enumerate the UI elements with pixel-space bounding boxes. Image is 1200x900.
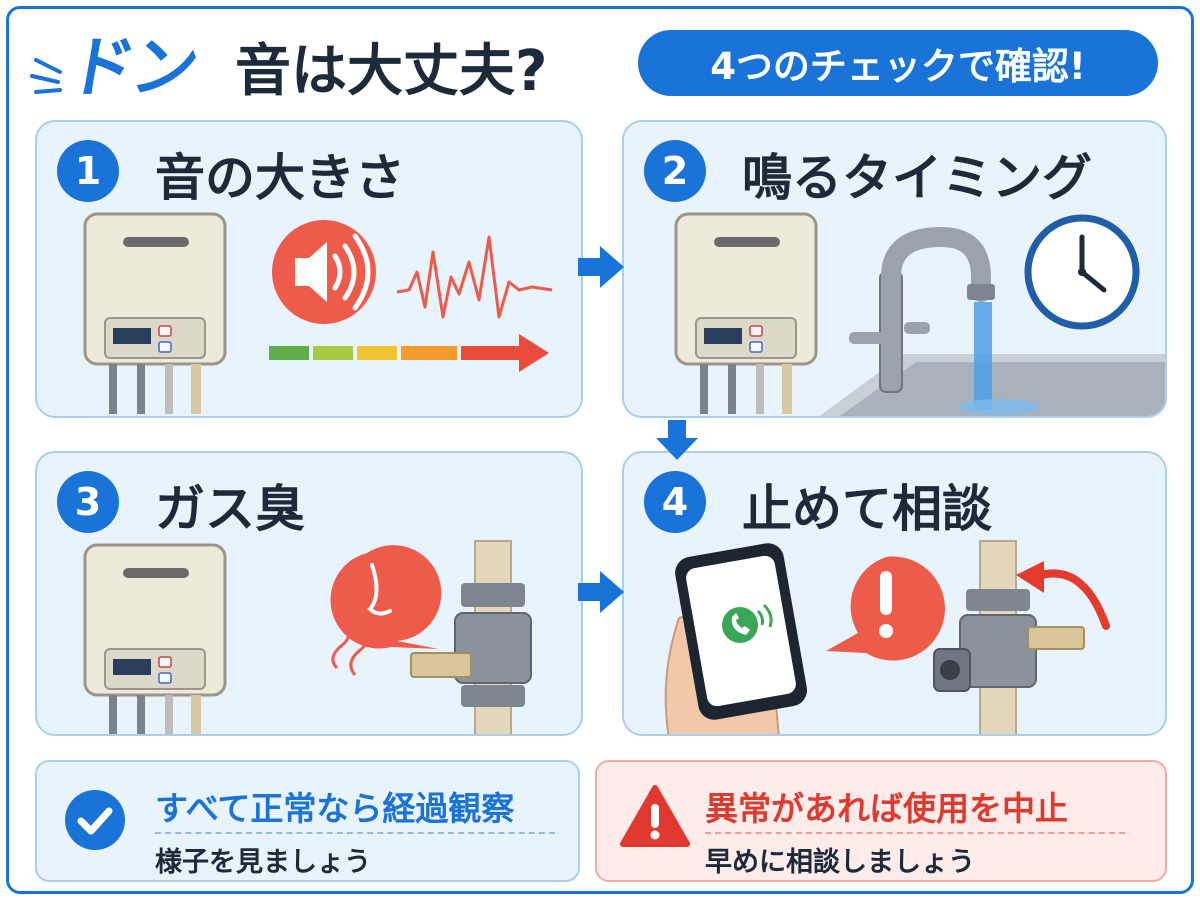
result-ok-message: 様子を見ましょう [155, 847, 371, 878]
title-emphasis: ドン [62, 29, 202, 106]
step-number-badge: 1 [57, 140, 119, 202]
volume-meter-arrow-icon [269, 334, 549, 372]
speaker-icon [272, 220, 376, 324]
arrow-right-icon [578, 246, 624, 288]
water-heater-icon [83, 212, 227, 414]
water-heater-icon [674, 212, 818, 414]
sink-icon [819, 354, 1165, 416]
divider [155, 832, 555, 834]
result-warning-title: 異常があれば使用を中止 [705, 789, 1068, 828]
faucet-icon [849, 226, 1039, 415]
step-number-badge: 4 [644, 471, 706, 533]
arrow-right-icon [578, 571, 624, 613]
gas-valve-icon [410, 540, 532, 734]
check-card-volume: 1 音の大きさ [35, 120, 583, 418]
clock-icon [1024, 214, 1140, 330]
sound-wave-icon [396, 235, 553, 319]
smartphone-call-icon [664, 543, 808, 734]
check-title: ガス臭 [155, 480, 305, 538]
step-number-badge: 3 [57, 471, 119, 533]
result-warning-message: 早めに相談しましょう [705, 847, 975, 878]
result-ok-title: すべて正常なら経過観察 [155, 789, 515, 828]
page-title: 音は大丈夫? [235, 39, 548, 104]
nose-smell-icon [330, 545, 442, 676]
subtitle-badge: 4つのチェックで確認! [638, 30, 1158, 96]
check-title: 止めて相談 [742, 480, 992, 538]
emphasis-lines-icon [30, 58, 62, 94]
step-number-badge: 2 [644, 140, 706, 202]
divider [705, 832, 1125, 834]
result-warning-box: 異常があれば使用を中止 早めに相談しましょう [595, 760, 1167, 882]
header: ドン 音は大丈夫? 4つのチェックで確認! [0, 0, 1200, 115]
alert-bubble-icon [826, 556, 945, 661]
warning-triangle-icon [620, 785, 690, 847]
closed-valve-icon [933, 540, 1110, 734]
check-card-gas-smell: 3 ガス臭 [35, 451, 583, 736]
check-card-stop-and-consult: 4 止めて相談 [622, 451, 1167, 736]
check-title: 鳴るタイミング [742, 149, 1092, 207]
arrow-down-icon [656, 420, 698, 460]
check-title: 音の大きさ [155, 149, 405, 207]
result-ok-box: すべて正常なら経過観察 様子を見ましょう [35, 760, 580, 882]
check-circle-icon [65, 790, 125, 850]
water-heater-icon [83, 543, 227, 734]
check-card-timing: 2 鳴るタイミング [622, 120, 1167, 418]
